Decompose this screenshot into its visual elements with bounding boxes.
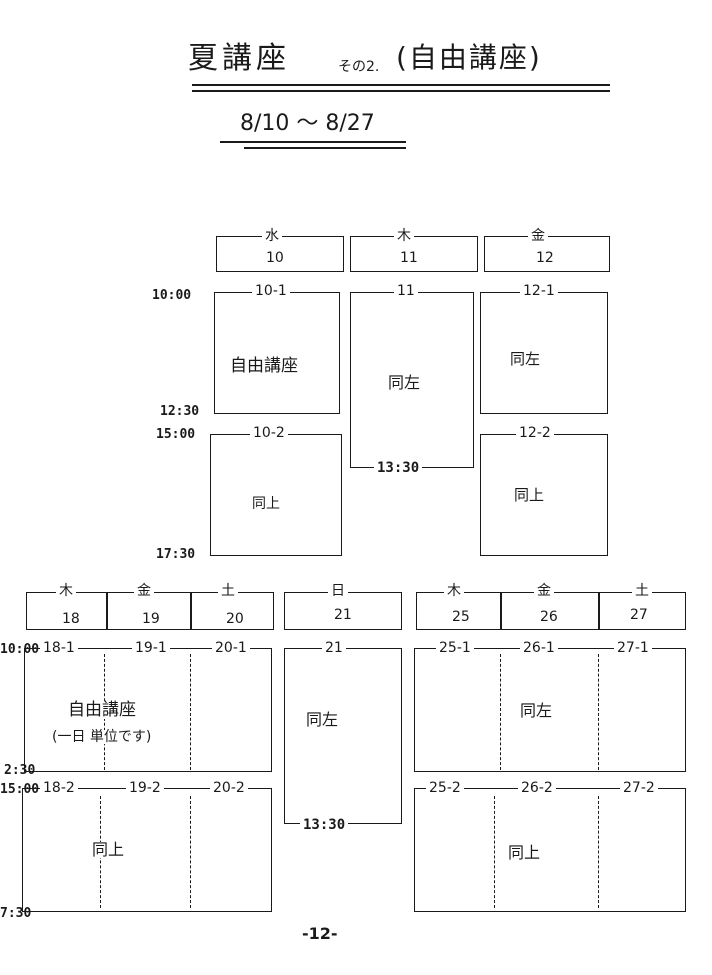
session-text-10-2: 同上	[252, 496, 280, 512]
title-sub: (自由講座)	[396, 41, 542, 74]
pm-divider-26-27	[598, 796, 599, 908]
day-header-11	[350, 236, 478, 272]
session-end-11: 13:30	[374, 461, 423, 475]
title-underline	[192, 84, 610, 86]
session-note-18-20-am: (一日 単位です)	[52, 729, 152, 745]
dow-19: 金	[134, 584, 154, 598]
am-divider-26-27	[598, 654, 599, 770]
dow-26: 金	[534, 584, 554, 598]
session-code-19-2: 19-2	[126, 781, 164, 795]
date-21: 21	[334, 607, 352, 623]
page-title: 夏講座	[188, 41, 290, 76]
header-divider-25-26	[500, 592, 502, 630]
session-text-11: 同左	[388, 373, 421, 392]
week2-end-am: 2:30	[4, 763, 36, 778]
am-divider-19-20	[190, 654, 191, 770]
session-code-26-1: 26-1	[520, 641, 558, 655]
date-11: 11	[400, 250, 418, 266]
dow-12: 金	[528, 229, 548, 243]
session-code-18-1: 18-1	[40, 641, 78, 655]
range-underline	[220, 141, 406, 143]
session-text-25-27-pm: 同上	[508, 843, 541, 862]
date-10: 10	[266, 250, 284, 266]
session-10-1	[214, 292, 340, 414]
week2-end-pm: 7:30	[0, 906, 32, 921]
session-text-12-2: 同上	[514, 486, 545, 504]
session-end-21: 13:30	[300, 818, 349, 832]
dow-21: 日	[328, 584, 348, 598]
session-code-20-1: 20-1	[212, 641, 250, 655]
session-code-18-2: 18-2	[40, 781, 78, 795]
session-code-12-2: 12-2	[516, 426, 554, 440]
session-10-2	[210, 434, 342, 556]
title-part: その2.	[338, 59, 380, 75]
session-code-10-1: 10-1	[252, 284, 290, 298]
session-code-25-1: 25-1	[436, 641, 474, 655]
session-code-20-2: 20-2	[210, 781, 248, 795]
header-divider-19-20	[190, 592, 192, 630]
date-18: 18	[62, 611, 80, 627]
session-21	[284, 648, 402, 824]
session-text-12-1: 同左	[510, 350, 541, 368]
pm-divider-25-26	[494, 796, 495, 908]
header-divider-26-27	[598, 592, 600, 630]
session-code-27-2: 27-2	[620, 781, 658, 795]
dow-11: 木	[394, 229, 414, 243]
session-block-25-27-pm	[414, 788, 686, 912]
range-underline-2	[244, 147, 406, 149]
session-code-27-1: 27-1	[614, 641, 652, 655]
session-code-25-2: 25-2	[426, 781, 464, 795]
session-code-21: 21	[322, 641, 346, 655]
dow-10: 水	[262, 229, 282, 243]
session-text-18-20-am: 自由講座	[68, 700, 136, 720]
date-20: 20	[226, 611, 244, 627]
date-25: 25	[452, 609, 470, 625]
week2-start-pm: 15:00	[0, 782, 40, 797]
week2-start-am: 10:00	[0, 642, 40, 657]
session-code-26-2: 26-2	[518, 781, 556, 795]
date-19: 19	[142, 611, 160, 627]
week1-end-am: 12:30	[160, 404, 200, 419]
session-text-10-1: 自由講座	[230, 356, 298, 376]
session-text-21: 同左	[306, 710, 339, 729]
session-code-12-1: 12-1	[520, 284, 558, 298]
date-12: 12	[536, 250, 554, 266]
session-12-1	[480, 292, 608, 414]
dow-25: 木	[444, 584, 464, 598]
am-divider-25-26	[500, 654, 501, 770]
pm-divider-19-20	[190, 796, 191, 908]
week1-end-pm: 17:30	[156, 547, 196, 562]
dow-27: 土	[632, 584, 652, 598]
session-text-25-27-am: 同左	[520, 701, 553, 720]
session-block-18-20-am	[24, 648, 272, 772]
session-code-10-2: 10-2	[250, 426, 288, 440]
session-code-19-1: 19-1	[132, 641, 170, 655]
dow-20: 土	[218, 584, 238, 598]
session-block-18-20-pm	[22, 788, 272, 912]
header-divider-18-19	[106, 592, 108, 630]
week1-start-pm: 15:00	[156, 427, 196, 442]
date-range: 8/10 〜 8/27	[240, 111, 375, 136]
title-underline-2	[192, 90, 610, 92]
session-text-18-20-pm: 同上	[92, 840, 125, 859]
date-27: 27	[630, 607, 648, 623]
week1-start-am: 10:00	[152, 288, 192, 303]
dow-18: 木	[56, 584, 76, 598]
session-code-11: 11	[394, 284, 418, 298]
page-number: -12-	[302, 924, 338, 943]
date-26: 26	[540, 609, 558, 625]
